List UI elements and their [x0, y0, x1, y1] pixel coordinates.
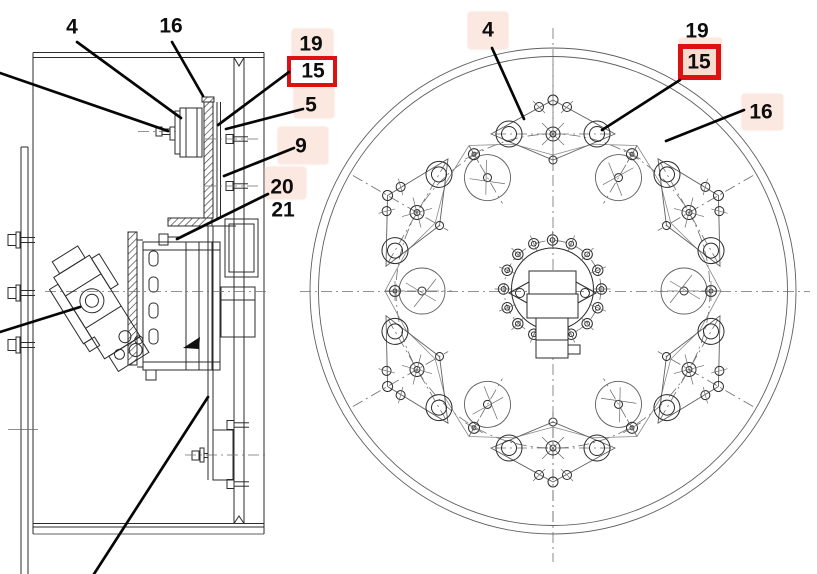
callout-21-side[interactable]: 21: [271, 198, 295, 222]
callout-4-front[interactable]: 4: [482, 18, 494, 42]
highlight-patch-4-front: [468, 12, 508, 49]
selection-box-15-side[interactable]: [287, 56, 337, 87]
callout-9-side[interactable]: 9: [295, 134, 307, 158]
side-view: [7, 52, 266, 574]
callout-19-side[interactable]: 19: [299, 32, 323, 56]
highlight-patch-16-front: [742, 94, 783, 130]
callout-19-front[interactable]: 19: [685, 19, 709, 43]
callout-15-front-selected[interactable]: 15: [687, 50, 711, 74]
callout-4-side[interactable]: 4: [66, 15, 78, 39]
selection-box-15-front[interactable]: [678, 44, 721, 80]
front-view: [300, 28, 810, 562]
callout-16-side[interactable]: 16: [159, 14, 183, 38]
callout-20-side[interactable]: 20: [270, 175, 294, 199]
callout-5-side[interactable]: 5: [305, 93, 317, 117]
callout-16-front[interactable]: 16: [749, 100, 773, 124]
callout-15-side-selected[interactable]: 15: [301, 59, 325, 83]
